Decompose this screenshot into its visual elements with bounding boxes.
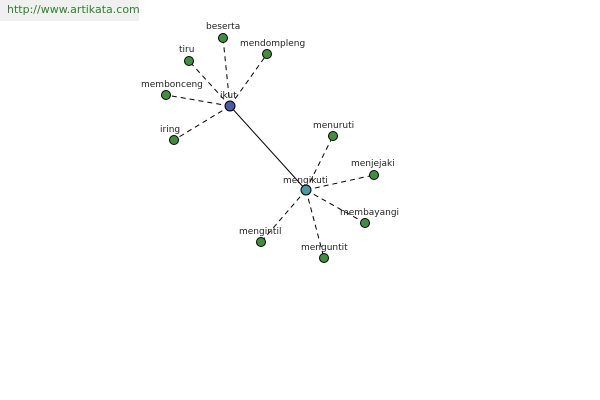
leaf-node-menguntit — [319, 253, 329, 263]
node-label-iring: iring — [160, 125, 180, 135]
node-label-mendompleng: mendompleng — [240, 39, 305, 49]
node-label-mengintil: mengintil — [239, 227, 281, 237]
leaf-node-mendompleng — [262, 49, 272, 59]
leaf-node-iring — [169, 135, 179, 145]
leaf-node-tiru — [184, 56, 194, 66]
edge-mengikuti-menjejaki — [305, 174, 375, 191]
leaf-node-membayangi — [360, 218, 370, 228]
node-label-beserta: beserta — [206, 22, 240, 32]
leaf-node-membonceng — [161, 90, 171, 100]
edge-layer — [165, 37, 375, 259]
watermark-url: http://www.artikata.com — [0, 0, 140, 21]
hub-node-ikut — [224, 100, 236, 112]
node-label-menguntit: menguntit — [301, 243, 348, 253]
edge-ikut-membonceng — [165, 94, 231, 107]
edge-ikut-iring — [173, 105, 231, 141]
edge-mengikuti-menuruti — [305, 135, 334, 191]
edge-ikut-tiru — [188, 60, 231, 107]
leaf-node-menjejaki — [369, 170, 379, 180]
node-label-tiru: tiru — [179, 45, 194, 55]
node-label-menjejaki: menjejaki — [351, 159, 395, 169]
leaf-node-mengintil — [256, 237, 266, 247]
hub-node-mengikuti — [300, 184, 312, 196]
node-label-menuruti: menuruti — [313, 121, 354, 131]
node-label-membonceng: membonceng — [141, 80, 203, 90]
edge-hub-ikut-mengikuti — [229, 105, 307, 191]
node-label-membayangi: membayangi — [340, 208, 399, 218]
edge-mengikuti-mengintil — [260, 189, 307, 243]
node-label-mengikuti: mengikuti — [283, 176, 328, 186]
leaf-node-beserta — [218, 33, 228, 43]
node-layer — [161, 33, 379, 263]
edge-ikut-beserta — [222, 37, 231, 107]
node-label-ikut: ikut — [220, 91, 237, 101]
leaf-node-menuruti — [328, 131, 338, 141]
edge-ikut-mendompleng — [229, 53, 268, 107]
edge-mengikuti-membayangi — [305, 189, 366, 224]
edge-mengikuti-menguntit — [305, 189, 325, 259]
